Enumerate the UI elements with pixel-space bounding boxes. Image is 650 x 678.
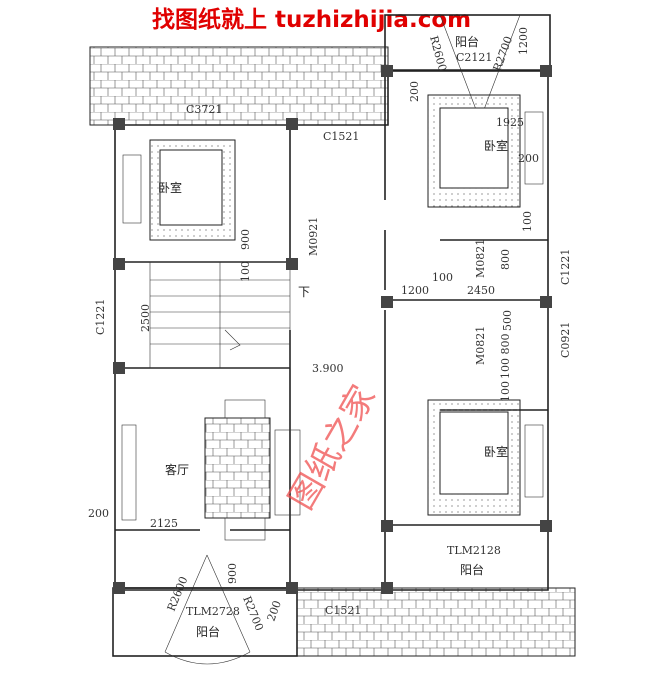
bed-bottom-right xyxy=(427,399,544,516)
label-c1221-right: C1221 xyxy=(559,249,572,285)
label-2450: 2450 xyxy=(467,284,495,297)
label-c1221-left: C1221 xyxy=(94,299,107,335)
stairs-down-label: 下 xyxy=(298,285,310,299)
label-200-bottom-left: 200 xyxy=(88,507,109,520)
room-bedroom-left: 卧室 xyxy=(158,180,182,195)
watermark: 图纸之家 xyxy=(281,379,384,517)
roof-tiles-top xyxy=(89,46,389,126)
label-800-a: 800 xyxy=(499,249,512,270)
label-200-bottom: 200 xyxy=(265,599,284,623)
label-r2600-top: R2600 xyxy=(427,34,449,72)
label-m0821-a: M0821 xyxy=(474,239,487,278)
label-1200-mid: 1200 xyxy=(401,284,429,297)
label-200-right: 200 xyxy=(518,152,539,165)
site-header: 找图纸就上 tuzhizhijia.com xyxy=(152,6,471,33)
label-100-800: 100 800 xyxy=(499,334,512,380)
room-balcony-bottom-right: 阳台 xyxy=(460,562,484,577)
label-m0821-b: M0821 xyxy=(474,326,487,365)
roof-tiles-bottom xyxy=(296,587,576,657)
label-100-b: 100 xyxy=(499,381,512,402)
balcony-bottom-left xyxy=(112,587,298,657)
label-r2700-bottom: R2700 xyxy=(240,594,266,633)
label-r2700-top: R2700 xyxy=(491,34,516,73)
label-elevation: 3.900 xyxy=(312,362,344,375)
label-m0921: M0921 xyxy=(307,217,320,256)
label-tlm2128: TLM2128 xyxy=(447,544,501,557)
room-living: 客厅 xyxy=(165,462,189,477)
label-2500: 2500 xyxy=(139,304,152,332)
balcony-top xyxy=(384,14,551,72)
label-900-left: 900 xyxy=(239,229,252,250)
label-c1521-bottom: C1521 xyxy=(325,604,361,617)
label-2125: 2125 xyxy=(150,517,178,530)
label-c3721: C3721 xyxy=(186,103,222,116)
label-900-bottom: 900 xyxy=(226,563,239,584)
label-500: 500 xyxy=(501,310,514,331)
balcony-door-swing xyxy=(164,554,251,653)
label-tlm2728: TLM2728 xyxy=(186,605,240,618)
sofa-set xyxy=(121,399,301,541)
balcony-arc xyxy=(164,651,251,665)
staircase xyxy=(149,261,291,369)
label-100-right: 100 xyxy=(521,211,534,232)
room-balcony-top: 阳台 xyxy=(455,34,479,49)
bed-top-right xyxy=(427,94,544,208)
label-100-mid: 100 xyxy=(432,271,453,284)
room-balcony-bottom-left: 阳台 xyxy=(196,624,220,639)
room-bedroom-bottom-right: 卧室 xyxy=(484,444,508,459)
room-bedroom-top-right: 卧室 xyxy=(484,138,508,153)
label-c1521-top: C1521 xyxy=(323,130,359,143)
label-1200-top: 1200 xyxy=(517,27,530,55)
label-c0921: C0921 xyxy=(559,322,572,358)
bed-left xyxy=(122,139,236,241)
label-1925: 1925 xyxy=(496,116,524,129)
label-c2121: C2121 xyxy=(456,51,492,64)
structural-columns xyxy=(113,65,552,594)
label-100-left: 100 xyxy=(239,261,252,282)
label-200-top: 200 xyxy=(408,81,421,102)
